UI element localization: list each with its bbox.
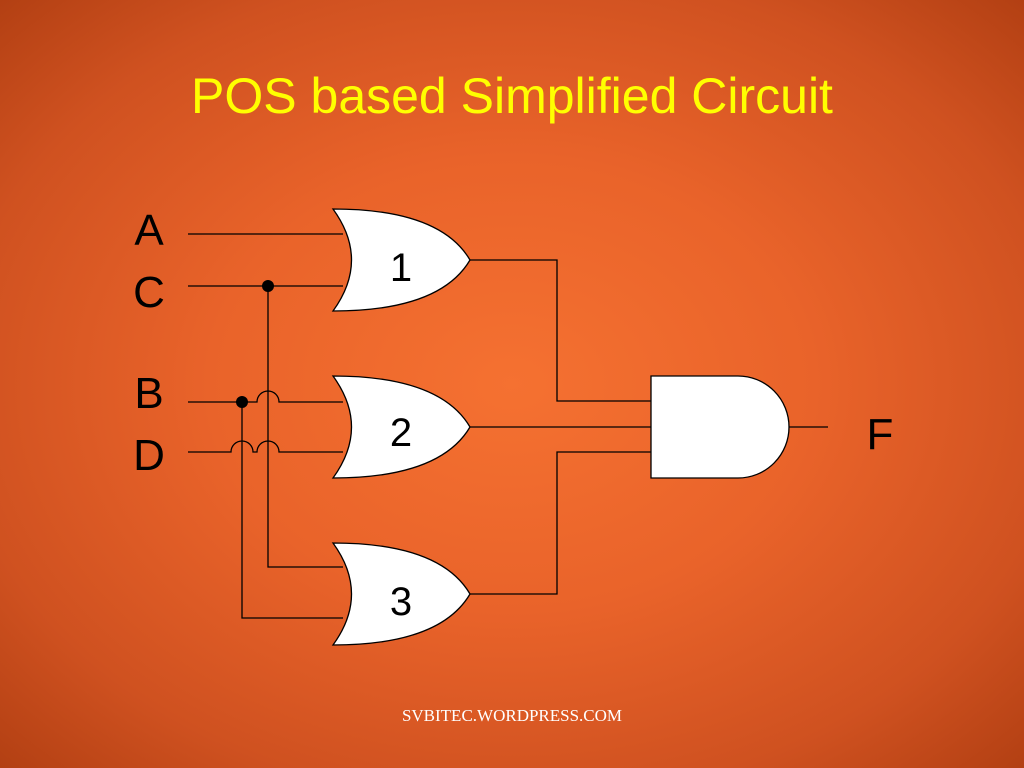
gate-1-number: 1 <box>390 246 412 290</box>
or-gate-3 <box>331 542 471 646</box>
footer-credit: SVBITEC.WORDPRESS.COM <box>401 706 623 725</box>
wire-d <box>188 440 343 453</box>
wire-gate-1-out <box>470 259 651 402</box>
input-label-c: C <box>133 268 165 317</box>
junction-dot-b <box>236 396 248 408</box>
junction-dot-c <box>262 280 274 292</box>
wire-gate-3-out <box>470 451 651 595</box>
wire-c-to-gate-3 <box>267 286 343 568</box>
gate-2-number: 2 <box>390 411 412 455</box>
output-label-f: F <box>867 410 894 459</box>
input-label-a: A <box>134 206 164 255</box>
wire-b <box>188 390 343 403</box>
or-gate-1 <box>331 208 471 312</box>
slide-title: POS based Simplified Circuit <box>191 68 833 124</box>
wire-b-to-gate-3 <box>241 402 343 619</box>
input-label-b: B <box>134 369 163 418</box>
gate-3-number: 3 <box>390 580 412 624</box>
and-gate <box>650 375 790 479</box>
input-label-d: D <box>133 431 165 480</box>
or-gate-2 <box>331 375 471 479</box>
